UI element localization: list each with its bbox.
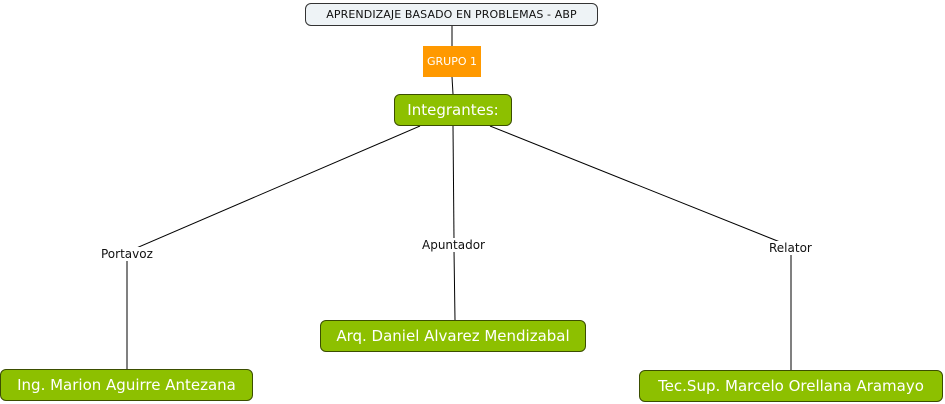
connector-group-hub [451,76,454,95]
group-node[interactable]: GRUPO 1 [423,46,481,77]
member-node-apuntador[interactable]: Arq. Daniel Alvarez Mendizabal [320,320,586,352]
connector-apuntador-member [453,249,456,321]
integrantes-node-label: Integrantes: [407,101,499,119]
member-node-portavoz[interactable]: Ing. Marion Aguirre Antezana [0,369,253,401]
root-node[interactable]: APRENDIZAJE BASADO EN PROBLEMAS - ABP [305,3,598,26]
member-node-relator[interactable]: Tec.Sup. Marcelo Orellana Aramayo [639,370,943,402]
group-node-label: GRUPO 1 [426,55,477,68]
connector-hub-portavoz [126,125,421,253]
root-node-label: APRENDIZAJE BASADO EN PROBLEMAS - ABP [326,8,577,21]
connector-hub-relator [489,125,791,247]
member-name: Ing. Marion Aguirre Antezana [17,376,236,394]
role-label-portavoz: Portavoz [100,247,154,261]
role-label-relator: Relator [768,241,813,255]
integrantes-node[interactable]: Integrantes: [394,94,512,126]
connector-hub-apuntador [452,125,455,241]
member-name: Tec.Sup. Marcelo Orellana Aramayo [658,377,924,395]
role-label-apuntador: Apuntador [421,238,486,252]
member-name: Arq. Daniel Alvarez Mendizabal [336,327,570,345]
